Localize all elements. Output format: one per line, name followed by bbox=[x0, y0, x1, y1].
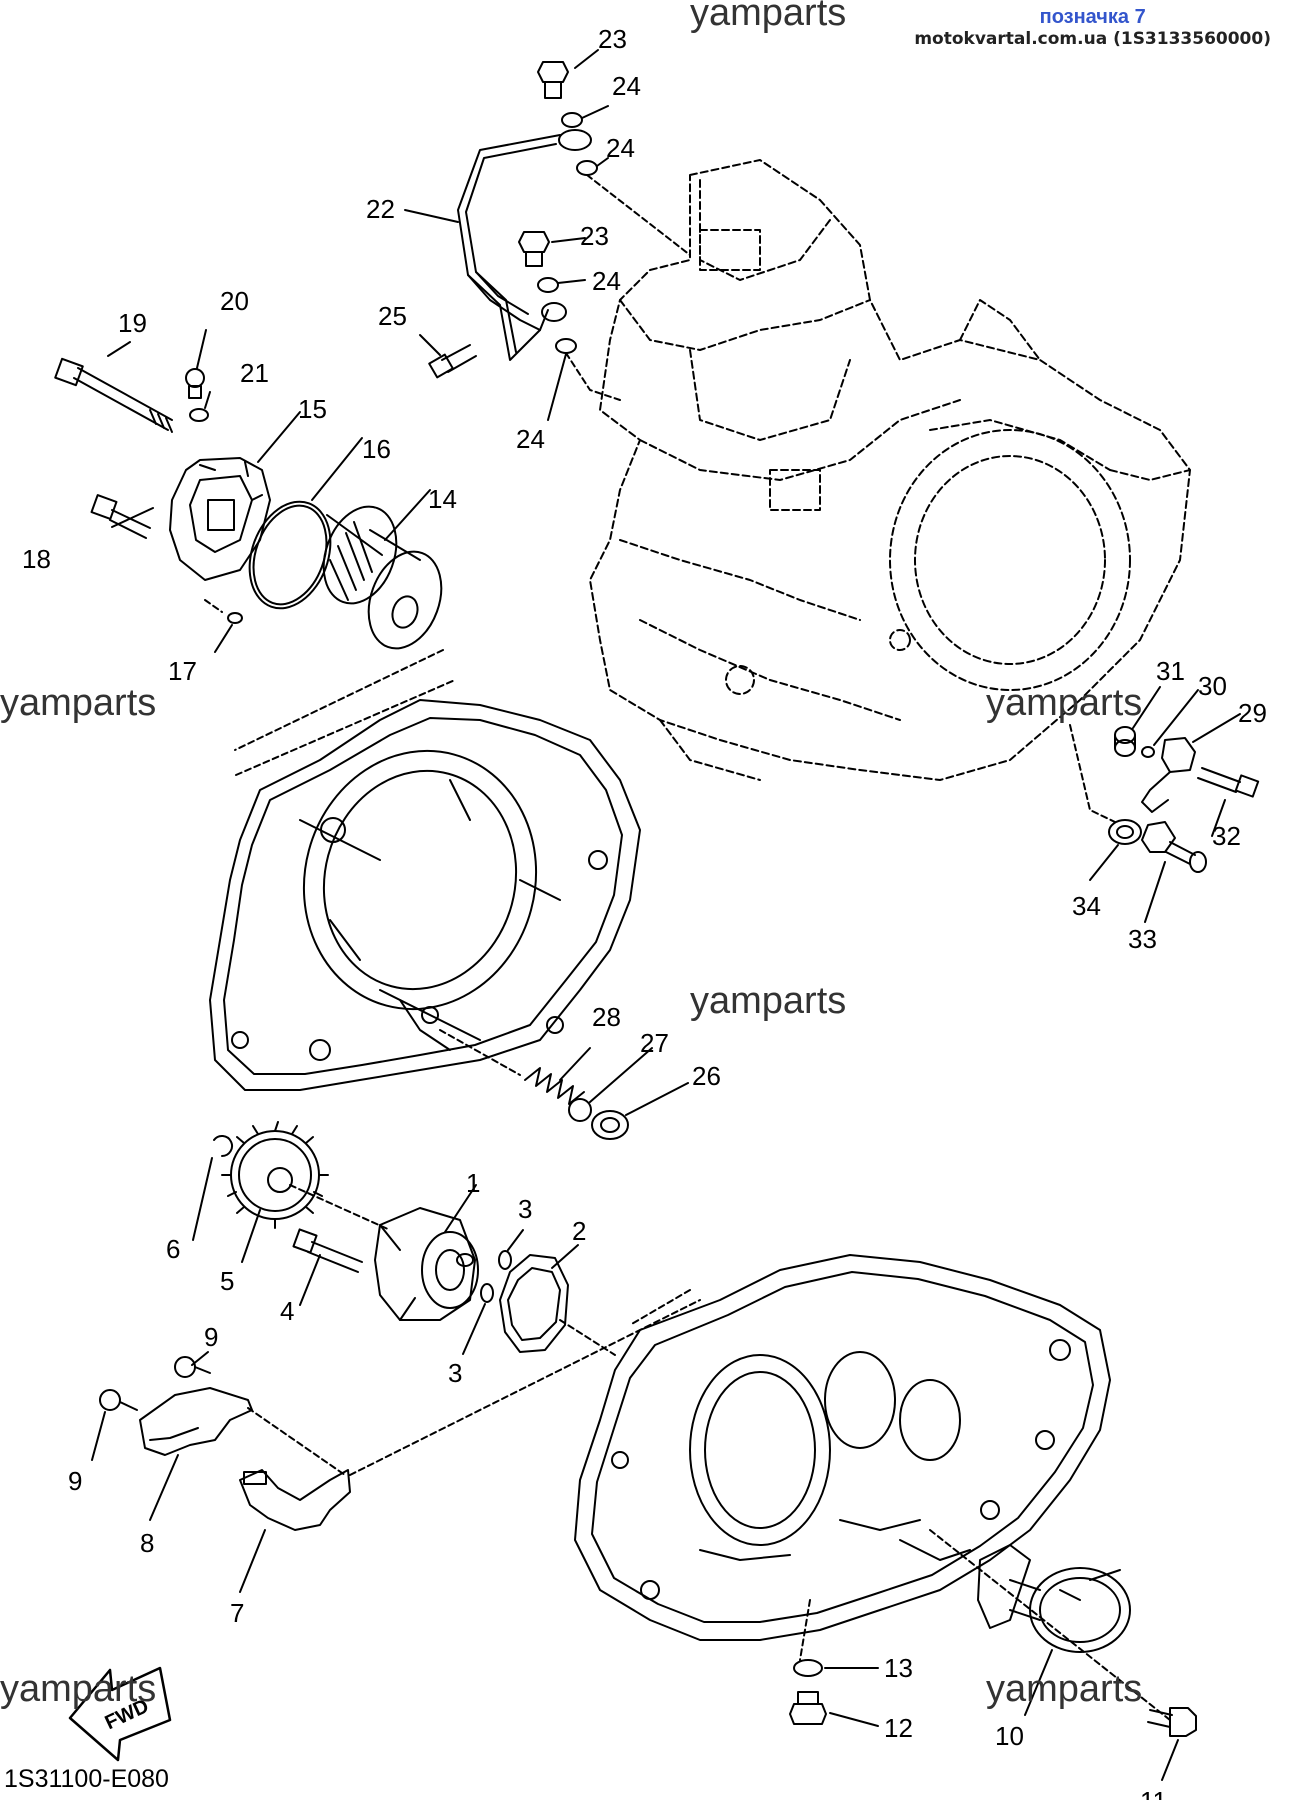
lower-crankcase bbox=[574, 1254, 1171, 1721]
watermark-right: yamparts bbox=[986, 682, 1143, 724]
spring-28 bbox=[524, 1067, 585, 1105]
label-15: 15 bbox=[298, 394, 327, 424]
fwd-arrow-icon bbox=[68, 1666, 172, 1762]
screw-9-left bbox=[99, 1389, 138, 1411]
diagram-reference: 1S31100-E080 bbox=[4, 1765, 169, 1793]
label-2: 2 bbox=[572, 1216, 586, 1246]
o-ring-3a bbox=[498, 1250, 512, 1270]
label-24a: 24 bbox=[612, 71, 641, 101]
watermark-bottom-left: yamparts bbox=[0, 1668, 157, 1710]
union-29 bbox=[1141, 737, 1196, 813]
label-16: 16 bbox=[362, 434, 391, 464]
washer-24a bbox=[561, 112, 583, 128]
label-32: 32 bbox=[1212, 821, 1241, 851]
label-28: 28 bbox=[592, 1002, 621, 1032]
label-19: 19 bbox=[118, 308, 147, 338]
watermark-top: yamparts bbox=[690, 0, 847, 34]
washer-24c bbox=[537, 277, 559, 293]
banjo-bolt-23-top bbox=[537, 61, 569, 99]
plug-26 bbox=[591, 1110, 629, 1140]
bolt-19 bbox=[54, 357, 173, 433]
label-11: 11 bbox=[1140, 1786, 1167, 1800]
label-5: 5 bbox=[220, 1266, 234, 1296]
washer-24b bbox=[576, 160, 598, 176]
bolt-32 bbox=[1197, 767, 1260, 798]
washer-21 bbox=[189, 408, 209, 422]
washer-34 bbox=[1108, 819, 1142, 845]
label-24d: 24 bbox=[516, 424, 545, 454]
circlip-6 bbox=[213, 1135, 233, 1157]
leader-23a bbox=[574, 49, 599, 69]
part-labels: 23 24 24 22 23 24 25 24 19 20 21 15 16 1… bbox=[22, 24, 1267, 1800]
label-22: 22 bbox=[366, 194, 395, 224]
label-1: 1 bbox=[466, 1168, 480, 1198]
collar-31 bbox=[1114, 726, 1136, 757]
label-7: 7 bbox=[230, 1598, 244, 1628]
filter-cover-15 bbox=[169, 457, 271, 581]
label-27: 27 bbox=[640, 1028, 669, 1058]
label-34: 34 bbox=[1072, 891, 1101, 921]
bolt-11 bbox=[1147, 1707, 1197, 1737]
plate-7 bbox=[239, 1469, 351, 1531]
label-9a: 9 bbox=[204, 1322, 218, 1352]
crankcase-cover bbox=[209, 699, 641, 1091]
label-3b: 3 bbox=[448, 1358, 462, 1388]
leader-23b bbox=[551, 237, 586, 243]
plate-8 bbox=[139, 1387, 253, 1456]
label-24c: 24 bbox=[592, 266, 621, 296]
label-29: 29 bbox=[1238, 698, 1267, 728]
label-20: 20 bbox=[220, 286, 249, 316]
bookmark-source: motokvartal.com.ua (1S3133560000) bbox=[914, 29, 1271, 49]
ball-27 bbox=[568, 1098, 592, 1122]
label-33: 33 bbox=[1128, 924, 1157, 954]
label-3a: 3 bbox=[518, 1194, 532, 1224]
label-30: 30 bbox=[1198, 671, 1227, 701]
label-10: 10 bbox=[995, 1721, 1024, 1751]
label-6: 6 bbox=[166, 1234, 180, 1264]
o-ring-16 bbox=[248, 500, 332, 610]
strainer-10 bbox=[977, 1544, 1131, 1653]
label-12: 12 bbox=[884, 1713, 913, 1743]
oil-filter-14 bbox=[322, 505, 443, 650]
leader-22 bbox=[404, 209, 459, 223]
gasket-2 bbox=[499, 1254, 569, 1353]
bookmark-header: позначка 7 motokvartal.com.ua (1S3133560… bbox=[914, 6, 1271, 49]
drain-plug-12 bbox=[789, 1691, 827, 1725]
engine-assembly bbox=[589, 159, 1191, 781]
label-26: 26 bbox=[692, 1061, 721, 1091]
label-4: 4 bbox=[280, 1296, 294, 1326]
screw-20 bbox=[185, 368, 205, 399]
washer-13 bbox=[793, 1659, 823, 1677]
o-ring-30 bbox=[1141, 746, 1155, 758]
o-ring-3b bbox=[480, 1283, 494, 1303]
label-9b: 9 bbox=[68, 1466, 82, 1496]
label-23a: 23 bbox=[598, 24, 627, 54]
label-21: 21 bbox=[240, 358, 269, 388]
watermark-left: yamparts bbox=[0, 682, 157, 724]
o-ring-17 bbox=[227, 612, 243, 624]
screw-9-top bbox=[174, 1356, 211, 1378]
banjo-bolt-23-mid bbox=[518, 231, 550, 267]
label-25: 25 bbox=[378, 301, 407, 331]
label-14: 14 bbox=[428, 484, 457, 514]
oil-pump-1 bbox=[374, 1207, 479, 1321]
bolt-4 bbox=[292, 1228, 363, 1273]
union-bolt-33 bbox=[1141, 821, 1207, 873]
label-8: 8 bbox=[140, 1528, 154, 1558]
label-17: 17 bbox=[168, 656, 197, 686]
watermark-middle: yamparts bbox=[690, 980, 847, 1022]
label-24b: 24 bbox=[606, 133, 635, 163]
oil-pipe-22 bbox=[457, 129, 592, 361]
label-13: 13 bbox=[884, 1653, 913, 1683]
label-23b: 23 bbox=[580, 221, 609, 251]
washer-24d bbox=[555, 338, 577, 354]
bolt-18 bbox=[90, 494, 151, 539]
label-31: 31 bbox=[1156, 656, 1185, 686]
gear-5 bbox=[221, 1121, 329, 1229]
bolt-25 bbox=[428, 344, 477, 379]
label-18: 18 bbox=[22, 544, 51, 574]
bookmark-title[interactable]: позначка 7 bbox=[1039, 6, 1146, 28]
watermark-bottom-right: yamparts bbox=[986, 1668, 1143, 1710]
